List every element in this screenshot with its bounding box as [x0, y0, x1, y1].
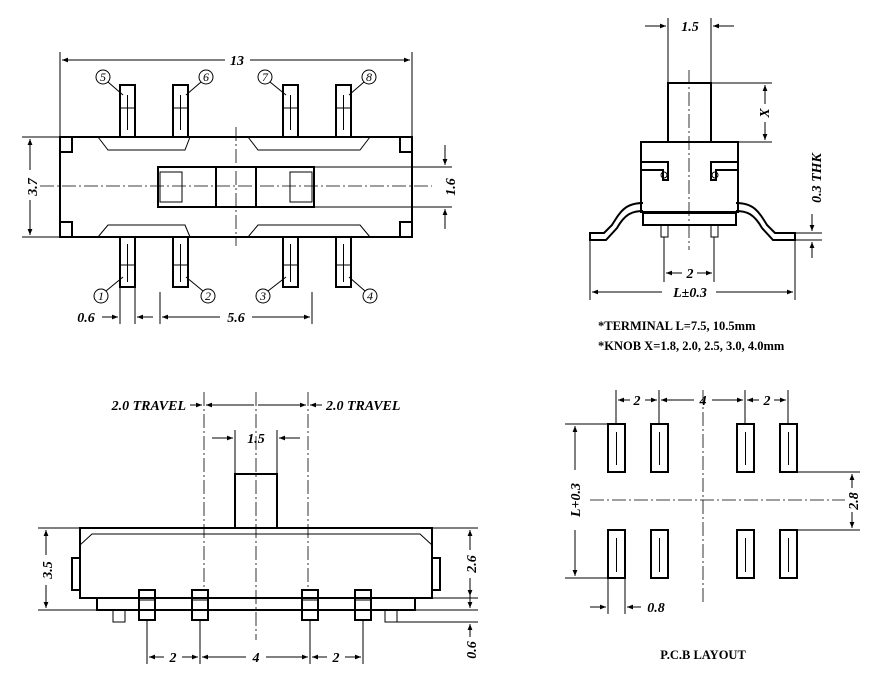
pin-number-5: 5 — [95, 69, 124, 96]
svg-text:1.5: 1.5 — [681, 20, 699, 35]
travel-left-label: 2.0 TRAVEL — [111, 399, 186, 414]
pcb-layout: 2 4 2 L+0.3 2.8 0.8 P.C.B LAYOUT — [565, 390, 862, 662]
pin-number-7: 7 — [257, 69, 287, 96]
svg-text:3: 3 — [259, 289, 266, 303]
dim-thickness: 0.3 THK — [795, 151, 825, 258]
note-terminal: *TERMINAL L=7.5, 10.5mm — [598, 319, 756, 333]
front-view: 2.0 TRAVEL 2.0 TRAVEL 1.5 3.5 2.6 — [38, 392, 480, 666]
svg-text:0.6: 0.6 — [465, 641, 480, 659]
side-base — [642, 212, 737, 226]
dim-front-pitch: 2 4 2 — [146, 620, 364, 666]
svg-text:13: 13 — [230, 54, 244, 69]
front-pins — [138, 589, 372, 621]
dim-knob-1-5: 1.5 — [645, 18, 734, 83]
svg-text:2.8: 2.8 — [847, 492, 862, 511]
pin-number-6: 6 — [185, 69, 214, 96]
svg-text:6: 6 — [203, 70, 209, 84]
slot-detent-left — [159, 171, 183, 203]
pin-number-2: 2 — [185, 276, 216, 304]
pcb-pads — [607, 423, 798, 579]
dim-pin-0-6: 0.6 — [77, 287, 153, 326]
svg-text:7: 7 — [262, 70, 269, 84]
svg-text:2: 2 — [633, 394, 641, 409]
svg-text:2: 2 — [686, 267, 694, 282]
pin-number-4: 4 — [348, 276, 378, 304]
travel-right-label: 2.0 TRAVEL — [325, 399, 400, 414]
dim-side-length: L±0.3 — [589, 240, 796, 301]
side-knob — [667, 82, 712, 143]
dim-height-3-7: 3.7 — [22, 136, 60, 238]
svg-text:2: 2 — [205, 289, 211, 303]
side-body — [640, 141, 739, 213]
side-body-detail — [641, 161, 738, 181]
svg-text:8: 8 — [366, 70, 372, 84]
dim-front-height: 3.5 — [38, 527, 97, 611]
bottom-pins — [119, 236, 352, 288]
side-terminal-left — [589, 202, 644, 241]
note-knob: *KNOB X=1.8, 2.0, 2.5, 3.0, 4.0mm — [598, 339, 785, 353]
svg-text:4: 4 — [699, 394, 707, 409]
top-body-corners — [60, 137, 412, 237]
front-base — [96, 598, 416, 611]
side-view: 1.5 X 0.3 THK 2 L±0.3 — [589, 18, 825, 301]
dim-pcb-length: L+0.3 — [565, 423, 608, 579]
svg-text:2: 2 — [332, 651, 340, 666]
svg-text:5: 5 — [100, 70, 106, 84]
top-pins — [119, 84, 352, 138]
dim-slot-1-6: 1.6 — [314, 145, 459, 229]
top-view: 5 6 7 8 1 2 3 4 — [22, 52, 459, 326]
svg-text:L±0.3: L±0.3 — [672, 286, 707, 301]
dim-width-13: 13 — [59, 52, 413, 137]
svg-text:0.6: 0.6 — [77, 311, 95, 326]
dim-pcb-pad: 0.8 — [590, 578, 665, 616]
svg-text:1: 1 — [98, 289, 104, 303]
svg-text:4: 4 — [252, 651, 260, 666]
svg-text:0.8: 0.8 — [647, 601, 665, 616]
dim-pcb-row: 2.8 — [797, 471, 862, 531]
dim-pin-span-5-6: 5.6 — [159, 292, 313, 326]
front-body-tabs — [71, 557, 441, 591]
dim-pcb-pitch: 2 4 2 — [615, 390, 789, 424]
pin-number-1: 1 — [93, 276, 124, 304]
dim-front-knob: 1.5 — [212, 430, 300, 474]
svg-text:2: 2 — [763, 394, 771, 409]
svg-text:1.6: 1.6 — [444, 178, 459, 196]
dim-side-pitch: 2 — [663, 237, 715, 282]
dim-front-body: 2.6 — [415, 527, 480, 599]
svg-text:2: 2 — [169, 651, 177, 666]
top-body-chamfers-bottom — [97, 224, 371, 238]
svg-text:0.3 THK: 0.3 THK — [810, 151, 825, 202]
pin-number-3: 3 — [255, 276, 287, 304]
svg-text:3.7: 3.7 — [26, 177, 41, 197]
svg-text:2.6: 2.6 — [465, 555, 480, 574]
pin-number-8: 8 — [348, 69, 377, 96]
dim-travel: 2.0 TRAVEL 2.0 TRAVEL — [111, 399, 401, 414]
svg-text:5.6: 5.6 — [227, 311, 245, 326]
svg-text:3.5: 3.5 — [41, 561, 56, 580]
dim-front-foot: 0.6 — [397, 595, 480, 659]
top-body-chamfers — [97, 136, 371, 151]
svg-text:4: 4 — [367, 289, 373, 303]
svg-text:X: X — [758, 108, 773, 119]
pcb-layout-title: P.C.B LAYOUT — [660, 648, 746, 662]
svg-text:1.5: 1.5 — [247, 432, 265, 447]
dim-knob-x: X — [711, 82, 773, 143]
side-terminal-right — [735, 202, 796, 241]
slot-detent-right — [289, 171, 313, 203]
svg-text:L+0.3: L+0.3 — [569, 483, 584, 518]
